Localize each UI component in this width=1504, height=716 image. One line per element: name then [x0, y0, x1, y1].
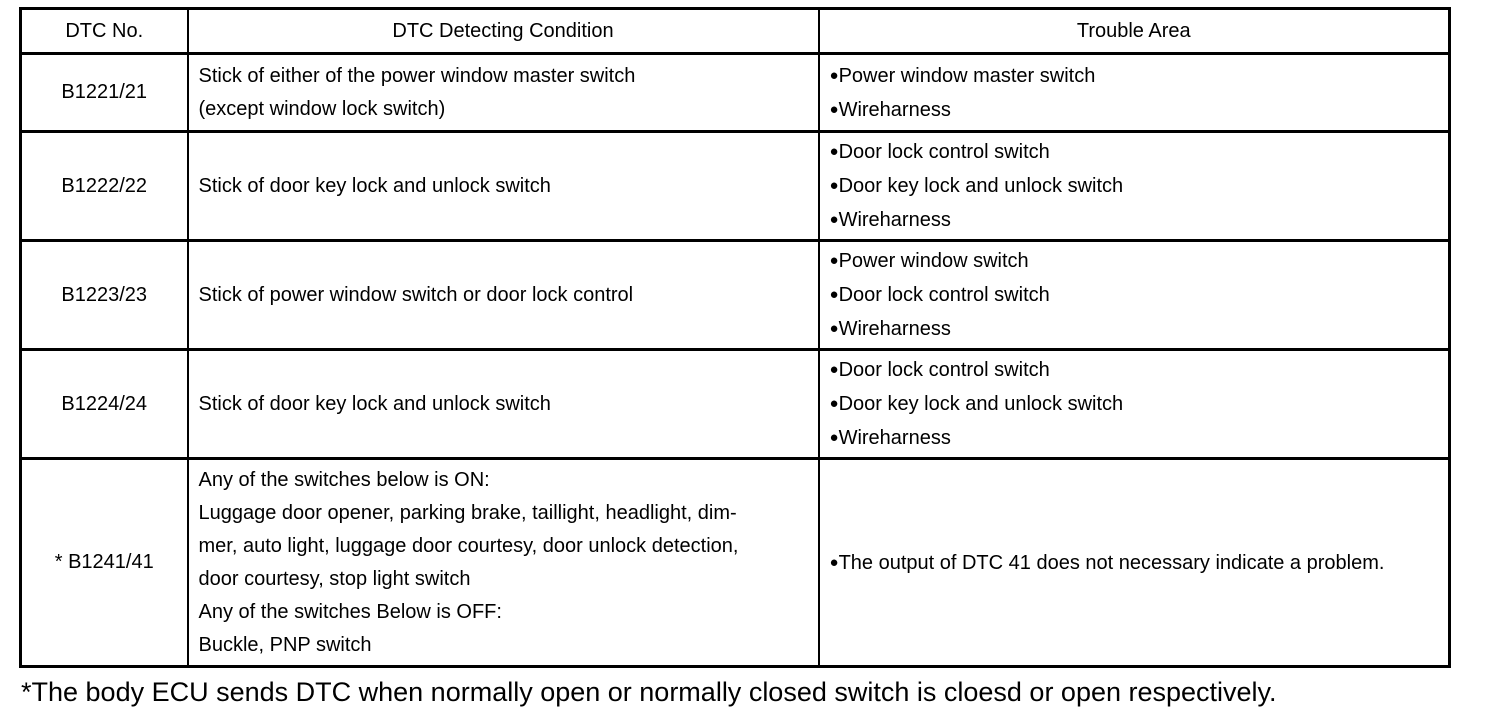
trouble-item: ●The output of DTC 41 does not necessary…	[830, 546, 1439, 580]
condition-cell: Any of the switches below is ON: Luggage…	[186, 457, 820, 668]
table-row: B1223/23 Stick of power window switch or…	[19, 239, 1451, 351]
dtc-code-cell: * B1241/41	[19, 457, 189, 668]
bullet-icon: ●	[829, 286, 839, 303]
trouble-item-label: Wireharness	[838, 98, 951, 121]
condition-line: Stick of power window switch or door loc…	[198, 283, 634, 306]
trouble-item-label: Door lock control switch	[838, 141, 1050, 163]
trouble-item-label: Door key lock and unlock switch	[838, 393, 1124, 415]
trouble-area-cell: ●Power window master switch ●Wireharness	[817, 52, 1451, 133]
condition-line: mer, auto light, luggage door courtesy, …	[198, 534, 739, 557]
condition-cell: Stick of power window switch or door loc…	[186, 239, 820, 351]
trouble-item-label: Door lock control switch	[838, 284, 1050, 306]
bullet-icon: ●	[829, 553, 839, 571]
dtc-code-cell: B1224/24	[19, 348, 189, 460]
condition-line: Buckle, PNP switch	[198, 633, 372, 656]
dtc-code-cell: B1221/21	[19, 52, 189, 133]
bullet-icon: ●	[829, 395, 839, 412]
table-header-row: DTC No. DTC Detecting Condition Trouble …	[19, 7, 1451, 55]
condition-line: Stick of door key lock and unlock switch	[198, 392, 551, 415]
condition-cell: Stick of door key lock and unlock switch	[186, 130, 820, 242]
trouble-item-label: Door key lock and unlock switch	[838, 175, 1124, 197]
condition-cell: Stick of door key lock and unlock switch	[186, 348, 820, 460]
trouble-item: ●Door lock control switch	[830, 278, 1439, 312]
bullet-icon: ●	[829, 429, 839, 446]
trouble-item-label: Wireharness	[838, 318, 951, 340]
bullet-icon: ●	[829, 143, 839, 160]
condition-line: door courtesy, stop light switch	[198, 567, 471, 590]
trouble-item: ●Door key lock and unlock switch	[830, 169, 1439, 203]
trouble-item-label: Power window master switch	[838, 64, 1096, 87]
table-row: B1222/22 Stick of door key lock and unlo…	[19, 130, 1451, 242]
trouble-item: ●Door lock control switch	[830, 135, 1439, 169]
header-trouble-area: Trouble Area	[817, 7, 1451, 55]
dtc-code-cell: B1223/23	[19, 239, 189, 351]
dtc-table: DTC No. DTC Detecting Condition Trouble …	[19, 7, 1451, 668]
footnote: *The body ECU sends DTC when normally op…	[21, 677, 1277, 707]
table-row: B1221/21 Stick of either of the power wi…	[19, 52, 1451, 133]
bullet-icon: ●	[829, 177, 839, 194]
trouble-item: ●Door key lock and unlock switch	[830, 387, 1439, 421]
bullet-icon: ●	[829, 361, 839, 378]
header-dtc-no: DTC No.	[19, 7, 189, 55]
condition-cell: Stick of either of the power window mast…	[186, 52, 820, 133]
trouble-area-cell: ●The output of DTC 41 does not necessary…	[817, 457, 1451, 668]
table-row: B1224/24 Stick of door key lock and unlo…	[19, 348, 1451, 460]
condition-line: Any of the switches Below is OFF:	[198, 600, 502, 623]
bullet-icon: ●	[829, 211, 839, 228]
bullet-icon: ●	[829, 66, 839, 84]
trouble-item-label: Power window switch	[838, 250, 1029, 272]
trouble-item: ●Wireharness	[830, 421, 1439, 455]
trouble-item-label: Wireharness	[838, 209, 951, 231]
trouble-area-cell: ●Power window switch ●Door lock control …	[817, 239, 1451, 351]
trouble-item-label: The output of DTC 41 does not necessary …	[838, 551, 1385, 574]
condition-line: Luggage door opener, parking brake, tail…	[198, 501, 737, 524]
trouble-item-label: Wireharness	[838, 427, 951, 449]
condition-line: Stick of either of the power window mast…	[198, 64, 636, 87]
trouble-item: ●Door lock control switch	[830, 353, 1439, 387]
trouble-area-cell: ●Door lock control switch ●Door key lock…	[817, 130, 1451, 242]
header-detecting-condition: DTC Detecting Condition	[186, 7, 820, 55]
bullet-icon: ●	[829, 252, 839, 269]
trouble-item: ●Power window switch	[830, 244, 1439, 278]
condition-line: (except window lock switch)	[198, 97, 446, 120]
dtc-code-cell: B1222/22	[19, 130, 189, 242]
bullet-icon: ●	[829, 100, 839, 118]
condition-line: Any of the switches below is ON:	[198, 468, 490, 491]
condition-line: Stick of door key lock and unlock switch	[198, 174, 551, 197]
trouble-area-cell: ●Door lock control switch ●Door key lock…	[817, 348, 1451, 460]
bullet-icon: ●	[829, 320, 839, 337]
trouble-item: ●Wireharness	[830, 93, 1439, 127]
trouble-item: ●Wireharness	[830, 203, 1439, 237]
trouble-item: ●Power window master switch	[830, 59, 1439, 93]
trouble-item: ●Wireharness	[830, 312, 1439, 346]
table-row: * B1241/41 Any of the switches below is …	[19, 457, 1451, 668]
trouble-item-label: Door lock control switch	[838, 359, 1050, 381]
